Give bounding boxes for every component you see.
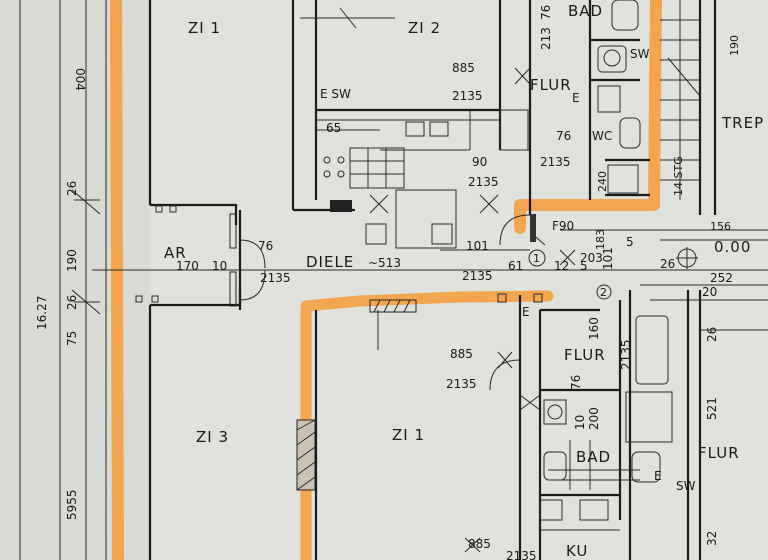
label-e-mid: E: [522, 305, 530, 319]
dim-left-26a: 26: [65, 181, 79, 196]
dim-5b: 5: [626, 235, 634, 249]
dim-2135g: 2135: [619, 339, 633, 370]
dim-101b: 101: [601, 247, 615, 270]
dim-156: 156: [710, 220, 731, 233]
dim-10b: 10: [573, 415, 587, 430]
dim-diele-len: ~513: [368, 256, 401, 270]
dim-160: 160: [587, 317, 601, 340]
room-labels: ZI 1 ZI 2 BAD SW FLUR E WC TREP 14 STG A…: [164, 2, 764, 560]
room-trep: TREP: [721, 114, 764, 132]
room-ku: KU: [566, 542, 588, 560]
dim-240: 240: [596, 171, 609, 192]
dim-183: 183: [594, 229, 607, 250]
section-number-1: 1: [533, 252, 540, 265]
dim-76d: 76: [539, 5, 553, 20]
dim-65: 65: [326, 121, 341, 135]
level-elevation: 0.00: [714, 238, 751, 256]
closet-details: [135, 205, 543, 307]
dim-885c: 885: [468, 537, 491, 551]
room-flur-top: FLUR: [530, 76, 572, 94]
dimension-labels: 004 16.27 75 26 190 26 5955 65 885 2135 …: [35, 5, 751, 560]
dim-left-1627: 16.27: [35, 296, 49, 330]
dim-76a: 76: [556, 129, 571, 143]
dim-521: 521: [705, 397, 719, 420]
dim-76b: 76: [258, 239, 273, 253]
dim-12: 12: [554, 259, 569, 273]
dim-left-5955: 5955: [65, 489, 79, 520]
hatched-wall: [296, 299, 417, 491]
label-e-sw: E SW: [320, 87, 351, 101]
section-number-2: 2: [600, 286, 607, 299]
section-marker-2: [596, 284, 612, 300]
dim-20: 20: [702, 285, 717, 299]
dim-2135d: 2135: [260, 271, 291, 285]
dim-left-190: 190: [65, 249, 79, 272]
section-marker-1: [528, 249, 546, 267]
sanitary-fixtures: [539, 0, 673, 531]
dim-32: 32: [705, 531, 719, 546]
room-flur-right: FLUR: [698, 444, 740, 462]
room-zi3: ZI 3: [196, 428, 229, 446]
dim-2135e: 2135: [462, 269, 493, 283]
dim-left-26b: 26: [65, 295, 79, 310]
dim-61: 61: [508, 259, 523, 273]
room-ar: AR: [164, 244, 187, 262]
room-zi1-top: ZI 1: [188, 19, 221, 37]
dim-left-75: 75: [65, 331, 79, 346]
room-wc: WC: [592, 129, 612, 143]
dim-190r: 190: [728, 35, 741, 56]
dim-2135b: 2135: [468, 175, 499, 189]
dim-2000: 200: [587, 407, 601, 430]
dim-885b: 885: [450, 347, 473, 361]
dim-203: 203: [580, 251, 603, 265]
label-e-low: E: [654, 469, 662, 483]
room-zi2: ZI 2: [408, 19, 441, 37]
room-bad-bottom: BAD: [576, 448, 611, 466]
dim-left-004: 004: [73, 68, 87, 91]
paper-shade: [0, 0, 150, 560]
dim-10: 10: [212, 259, 227, 273]
dim-26c: 26: [705, 327, 719, 342]
symbols: [528, 247, 698, 300]
dim-76c: 76: [569, 375, 583, 390]
room-diele: DIELE: [306, 253, 354, 271]
room-e-top: E: [572, 91, 580, 105]
dim-170: 170: [176, 259, 199, 273]
label-f90: F90: [552, 219, 574, 233]
dim-101: 101: [466, 239, 489, 253]
room-sw-bottom: SW: [676, 479, 696, 493]
dim-2135c: 2135: [540, 155, 571, 169]
dim-26: 26: [660, 257, 675, 271]
kitchen-fixtures: [323, 109, 529, 249]
left-dimension-lines: [19, 0, 107, 560]
room-flur-mid: FLUR: [564, 346, 606, 364]
dim-2135h: 2135: [506, 549, 537, 560]
room-zi1-bottom: ZI 1: [392, 426, 425, 444]
dim-885a: 885: [452, 61, 475, 75]
room-sw-top: SW: [630, 47, 650, 61]
dim-5: 5: [580, 259, 588, 273]
drafting-lines: [92, 0, 768, 553]
room-bad-top: BAD: [568, 2, 603, 20]
dim-252: 252: [710, 271, 733, 285]
dim-90: 90: [472, 155, 487, 169]
dim-2135a: 2135: [452, 89, 483, 103]
dim-213a: 213: [539, 27, 553, 50]
room-stg: 14 STG: [672, 156, 685, 196]
dim-2135f: 2135: [446, 377, 477, 391]
